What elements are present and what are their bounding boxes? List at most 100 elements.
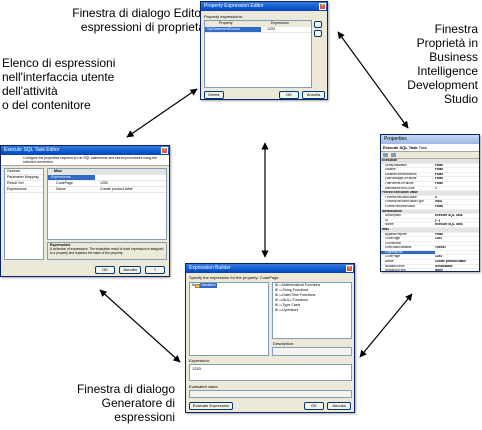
- cancel-button[interactable]: Annulla: [327, 402, 351, 410]
- description-label: Description:: [273, 341, 295, 346]
- property-row[interactable]: DelayValidation False: [381, 164, 479, 169]
- help-text: A collection of expressions. The evaluat…: [50, 247, 164, 255]
- section-label: Property expressions:: [204, 14, 243, 19]
- nav-item-result-set[interactable]: Result Set: [5, 181, 43, 187]
- property-name: CodePage: [385, 237, 401, 241]
- window-title: Property Expression Editor: [204, 3, 264, 9]
- caption-line: Finestra: [434, 22, 478, 36]
- properties-window: Properties Execute SQL Task Task Executi…: [380, 134, 480, 272]
- property-value: Execute SQL Task: [435, 214, 463, 218]
- tree-item-function[interactable]: ⊞ ▭ NULL Functions: [275, 298, 309, 302]
- caption-line: Generatore di espressioni: [101, 396, 175, 424]
- property-row[interactable]: Expressions: [381, 250, 479, 256]
- property-category[interactable]: Misc: [381, 227, 479, 233]
- property-row[interactable]: Name Execute SQL Task: [381, 223, 479, 228]
- nav-item-parameter-mapping[interactable]: Parameter Mapping: [5, 175, 43, 181]
- property-name: Name: [56, 187, 66, 191]
- ok-button[interactable]: OK: [95, 266, 115, 274]
- cancel-button[interactable]: Annulla: [119, 266, 141, 274]
- property-category[interactable]: Identification: [381, 209, 479, 215]
- expression-input[interactable]: 1253: [189, 364, 352, 381]
- tree-item-function[interactable]: ⊞ ▭ Mathematical Functions: [275, 283, 321, 287]
- close-icon[interactable]: ×: [161, 147, 168, 154]
- property-name: Execution: [382, 159, 398, 162]
- header-band: Configure the properties required to run…: [1, 155, 169, 166]
- property-name: CodePage: [385, 255, 401, 259]
- caption-line: espressioni di proprietà: [80, 20, 205, 34]
- property-name: DelayValidation: [385, 163, 407, 167]
- property-category[interactable]: Forced Execution Value: [381, 191, 479, 196]
- property-value: 1252: [100, 181, 108, 185]
- caption-expression-builder: Finestra di dialogo Generatore di espres…: [40, 382, 175, 424]
- caption-line: Proprietà in: [416, 36, 478, 50]
- property-name: Forced Execution Value: [382, 191, 418, 195]
- property-value: False: [435, 181, 444, 185]
- property-name: ID: [385, 218, 389, 222]
- caption-line: Business: [429, 50, 478, 64]
- expression-value: 1253: [192, 366, 201, 371]
- nav-item-general[interactable]: General: [5, 169, 43, 175]
- property-value: Serializable: [435, 264, 453, 268]
- remove-button[interactable]: [314, 30, 322, 37]
- ellipsis-button[interactable]: …: [314, 21, 322, 28]
- categorized-icon[interactable]: [383, 153, 388, 157]
- close-icon[interactable]: ×: [346, 265, 353, 272]
- execute-sql-task-editor-window: Execute SQL Task Editor × Configure the …: [0, 145, 170, 277]
- property-name: ForcedExecutionValue: [385, 195, 417, 199]
- property-row[interactable]: ExecValueVariable<none>: [381, 246, 479, 251]
- tree-item-function[interactable]: ⊞ ▭ Date/Time Functions: [275, 293, 316, 297]
- property-value: False: [435, 232, 444, 236]
- property-value: Int32: [435, 200, 443, 204]
- nav-item-expressions[interactable]: Expressions: [5, 187, 43, 193]
- property-value: Create product table: [435, 260, 466, 264]
- property-name: ResultSetType: [385, 269, 406, 272]
- property-row[interactable]: ID{...}: [381, 219, 479, 224]
- tree-item-function[interactable]: ⊞ ▭ String Functions: [275, 288, 309, 292]
- property-name: Description: [385, 214, 401, 218]
- help-button[interactable]: ?: [145, 266, 165, 274]
- grid-row-codepage[interactable]: CodePage 1252: [48, 181, 166, 187]
- help-panel: Espressioni A collection of expressions.…: [47, 242, 167, 260]
- ok-button[interactable]: OK: [279, 91, 299, 99]
- expression-cell[interactable]: 1253: [267, 27, 275, 31]
- grid-row-expressions[interactable]: Expressions: [48, 175, 166, 181]
- evaluate-expression-button[interactable]: Evaluate Expression: [189, 402, 233, 410]
- grid-row-name[interactable]: Name Create product table: [48, 187, 166, 193]
- tree-item-function[interactable]: ⊞ ▭ Operators: [275, 308, 299, 312]
- property-cell[interactable]: SqlStatementSource: [205, 27, 261, 32]
- property-category[interactable]: Execution: [381, 159, 479, 164]
- ok-button[interactable]: OK: [304, 402, 324, 410]
- alphabetical-icon[interactable]: [391, 153, 397, 157]
- property-row[interactable]: Description Execute SQL Task: [381, 214, 479, 219]
- property-value: False: [435, 163, 444, 167]
- property-name: Expressions: [381, 250, 435, 255]
- category-misc[interactable]: Misc: [48, 169, 166, 175]
- object-selector[interactable]: Execute SQL Task Task: [381, 144, 479, 152]
- delete-button[interactable]: Delete: [204, 91, 224, 99]
- property-value: Execute SQL Task: [435, 223, 463, 227]
- tree-item-function[interactable]: ⊞ ▭ Type Casts: [275, 303, 301, 307]
- tree-item-variables[interactable]: ⊞ Variables: [192, 283, 217, 288]
- close-icon[interactable]: ×: [319, 3, 326, 10]
- arrow-list-to-builder: [99, 289, 181, 363]
- property-row[interactable]: Connection: [381, 242, 479, 247]
- cancel-button[interactable]: Annulla: [302, 91, 325, 99]
- property-value: False: [435, 204, 444, 208]
- grid-row[interactable]: SqlStatementSource 1253: [205, 27, 311, 33]
- property-name: Name: [385, 223, 394, 227]
- description-box: [272, 347, 352, 356]
